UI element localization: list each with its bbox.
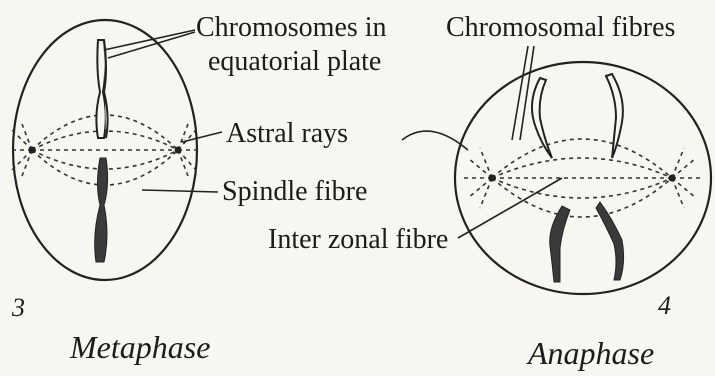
astral-rays-curved-leader [402,131,468,150]
anaphase-chromosome-lower-left [550,206,570,282]
metaphase-chromosome-leader-2 [108,32,195,58]
anaphase-astral-rays-right [672,148,700,208]
chromosomal-fibres-leader-2 [520,46,534,140]
label-astral-rays: Astral rays [226,118,348,149]
figure-number-metaphase: 3 [11,293,25,322]
inter-zonal-fibre-leader [458,178,562,238]
figure-number-anaphase: 4 [658,291,671,320]
metaphase-chromosome-upper [96,40,107,138]
anaphase-centriole-right [669,175,676,182]
label-chromosomal-fibres: Chromosomal fibres [446,12,675,43]
metaphase-centriole-left [29,147,36,154]
anaphase-astral-rays-left [464,148,492,208]
spindle-fibre-leader [142,190,218,192]
label-spindle-fibre: Spindle fibre [222,176,367,207]
metaphase-chromosome-lower [95,158,108,262]
astral-rays-leader [182,132,222,142]
label-inter-zonal-fibre: Inter zonal fibre [268,224,448,255]
label-chromosomes-line2: equatorial plate [208,46,381,77]
metaphase-centriole-right [175,147,182,154]
chromosomal-fibres-leader-1 [512,46,528,140]
caption-anaphase: Anaphase [526,335,654,371]
metaphase-cell [10,20,222,280]
caption-metaphase: Metaphase [69,329,210,365]
anaphase-cell [402,46,711,294]
metaphase-chromosome-leader-1 [104,30,195,50]
anaphase-spindle-fibres [492,139,672,217]
anaphase-centriole-left [489,175,496,182]
label-chromosomes-line1: Chromosomes in [196,12,387,43]
